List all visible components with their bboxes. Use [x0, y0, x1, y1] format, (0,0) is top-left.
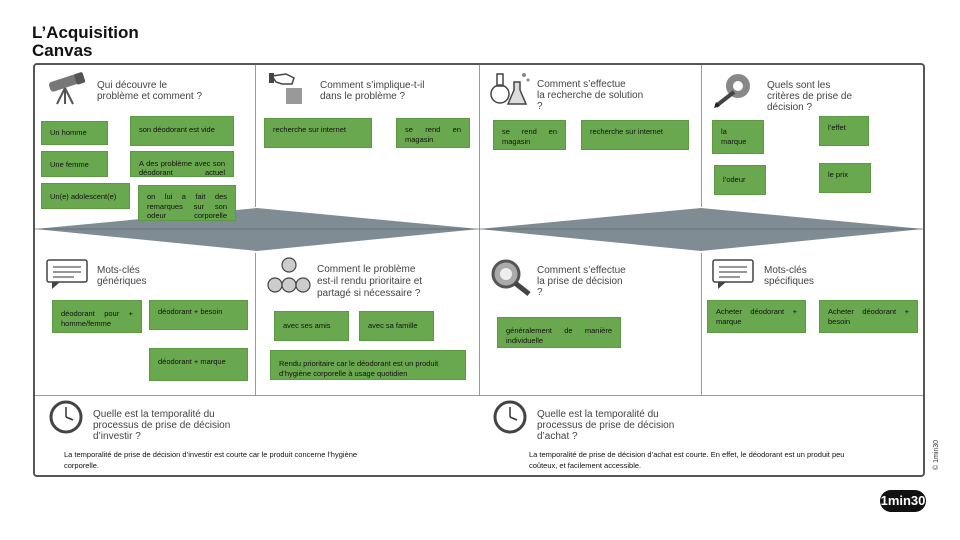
divider: [701, 65, 702, 207]
brand-logo: 1min30: [880, 490, 926, 512]
sticky-note: se rend en magasin: [396, 118, 470, 148]
speech-bubble-icon: [712, 259, 754, 289]
question-involvement: Comment s’implique-t-il dans le problème…: [320, 80, 425, 102]
sticky-note: Rendu prioritaire car le déodorant est u…: [270, 350, 466, 380]
divider: [479, 65, 480, 395]
sticky-note: A des problème avec son déodorant actuel: [130, 151, 234, 177]
sticky-note: le prix: [819, 163, 871, 193]
question-who-discovers: Qui découvre le problème et comment ?: [97, 80, 203, 102]
diamond-right: [479, 208, 923, 251]
people-network-icon: [267, 257, 311, 293]
sticky-note: recherche sur internet: [581, 120, 689, 150]
answer-purchase-timing: La temporalité de prise de décision d’ac…: [529, 450, 845, 470]
sticky-note: déodorant + marque: [149, 348, 248, 381]
lab-flask-icon: [490, 73, 530, 105]
question-decision-criteria: Quels sont les critères de prise de déci…: [767, 80, 853, 113]
sticky-note: Un homme: [41, 121, 108, 145]
sticky-note: Un(e) adolescent(e): [41, 183, 130, 209]
sticky-note: l’odeur: [714, 165, 766, 195]
sticky-note: déodorant pour + homme/femme: [52, 300, 142, 333]
divider: [255, 253, 256, 395]
gear-pencil-icon: [714, 74, 750, 108]
question-decision-making: Comment s’effectue la prise de décision …: [537, 265, 626, 298]
title-line-1: L’Acquisition: [32, 23, 139, 42]
question-solution-search: Comment s’effectue la recherche de solut…: [537, 79, 644, 112]
clock-icon: [493, 400, 527, 434]
sticky-note: se rend en magasin: [493, 120, 566, 150]
copyright-notice: © 1min30: [933, 439, 940, 470]
page-title: L’Acquisition Canvas: [32, 24, 139, 60]
clock-icon: [49, 400, 83, 434]
question-prioritization: Comment le problème est-il rendu priorit…: [317, 264, 423, 299]
sticky-note: la marque: [712, 120, 764, 154]
magnifier-icon: [491, 259, 531, 296]
sticky-note: son déodorant est vide: [130, 116, 234, 146]
sticky-note: avec sa famille: [359, 311, 434, 341]
diamond-left: [35, 208, 479, 251]
sticky-note: généralement de manière individuelle: [497, 317, 621, 348]
sticky-note: déodorant + besoin: [149, 300, 248, 330]
acquisition-canvas-frame: [33, 63, 925, 477]
question-specific-keywords: Mots-clés spécifiques: [764, 265, 815, 287]
question-generic-keywords: Mots-clés génériques: [97, 265, 147, 287]
answer-invest-timing: La temporalité de prise de décision d’in…: [64, 450, 358, 470]
sticky-note: l’effet: [819, 116, 869, 146]
sticky-note: recherche sur internet: [264, 118, 372, 148]
hand-card-icon: [269, 73, 302, 104]
sticky-note: Acheter déodorant + marque: [707, 300, 806, 333]
divider: [35, 395, 923, 396]
question-invest-timing: Quelle est la temporalité du processus d…: [93, 409, 231, 442]
title-line-2: Canvas: [32, 41, 93, 60]
divider: [255, 65, 256, 207]
sticky-note: on lui a fait des remarques sur son odeu…: [138, 185, 236, 221]
question-purchase-timing: Quelle est la temporalité du processus d…: [537, 409, 675, 442]
sticky-note: avec ses amis: [274, 311, 349, 341]
divider: [701, 253, 702, 395]
speech-bubble-icon: [46, 259, 88, 289]
sticky-note: Une femme: [41, 151, 108, 177]
sticky-note: Acheter déodorant + besoin: [819, 300, 918, 333]
telescope-icon: [48, 72, 86, 105]
